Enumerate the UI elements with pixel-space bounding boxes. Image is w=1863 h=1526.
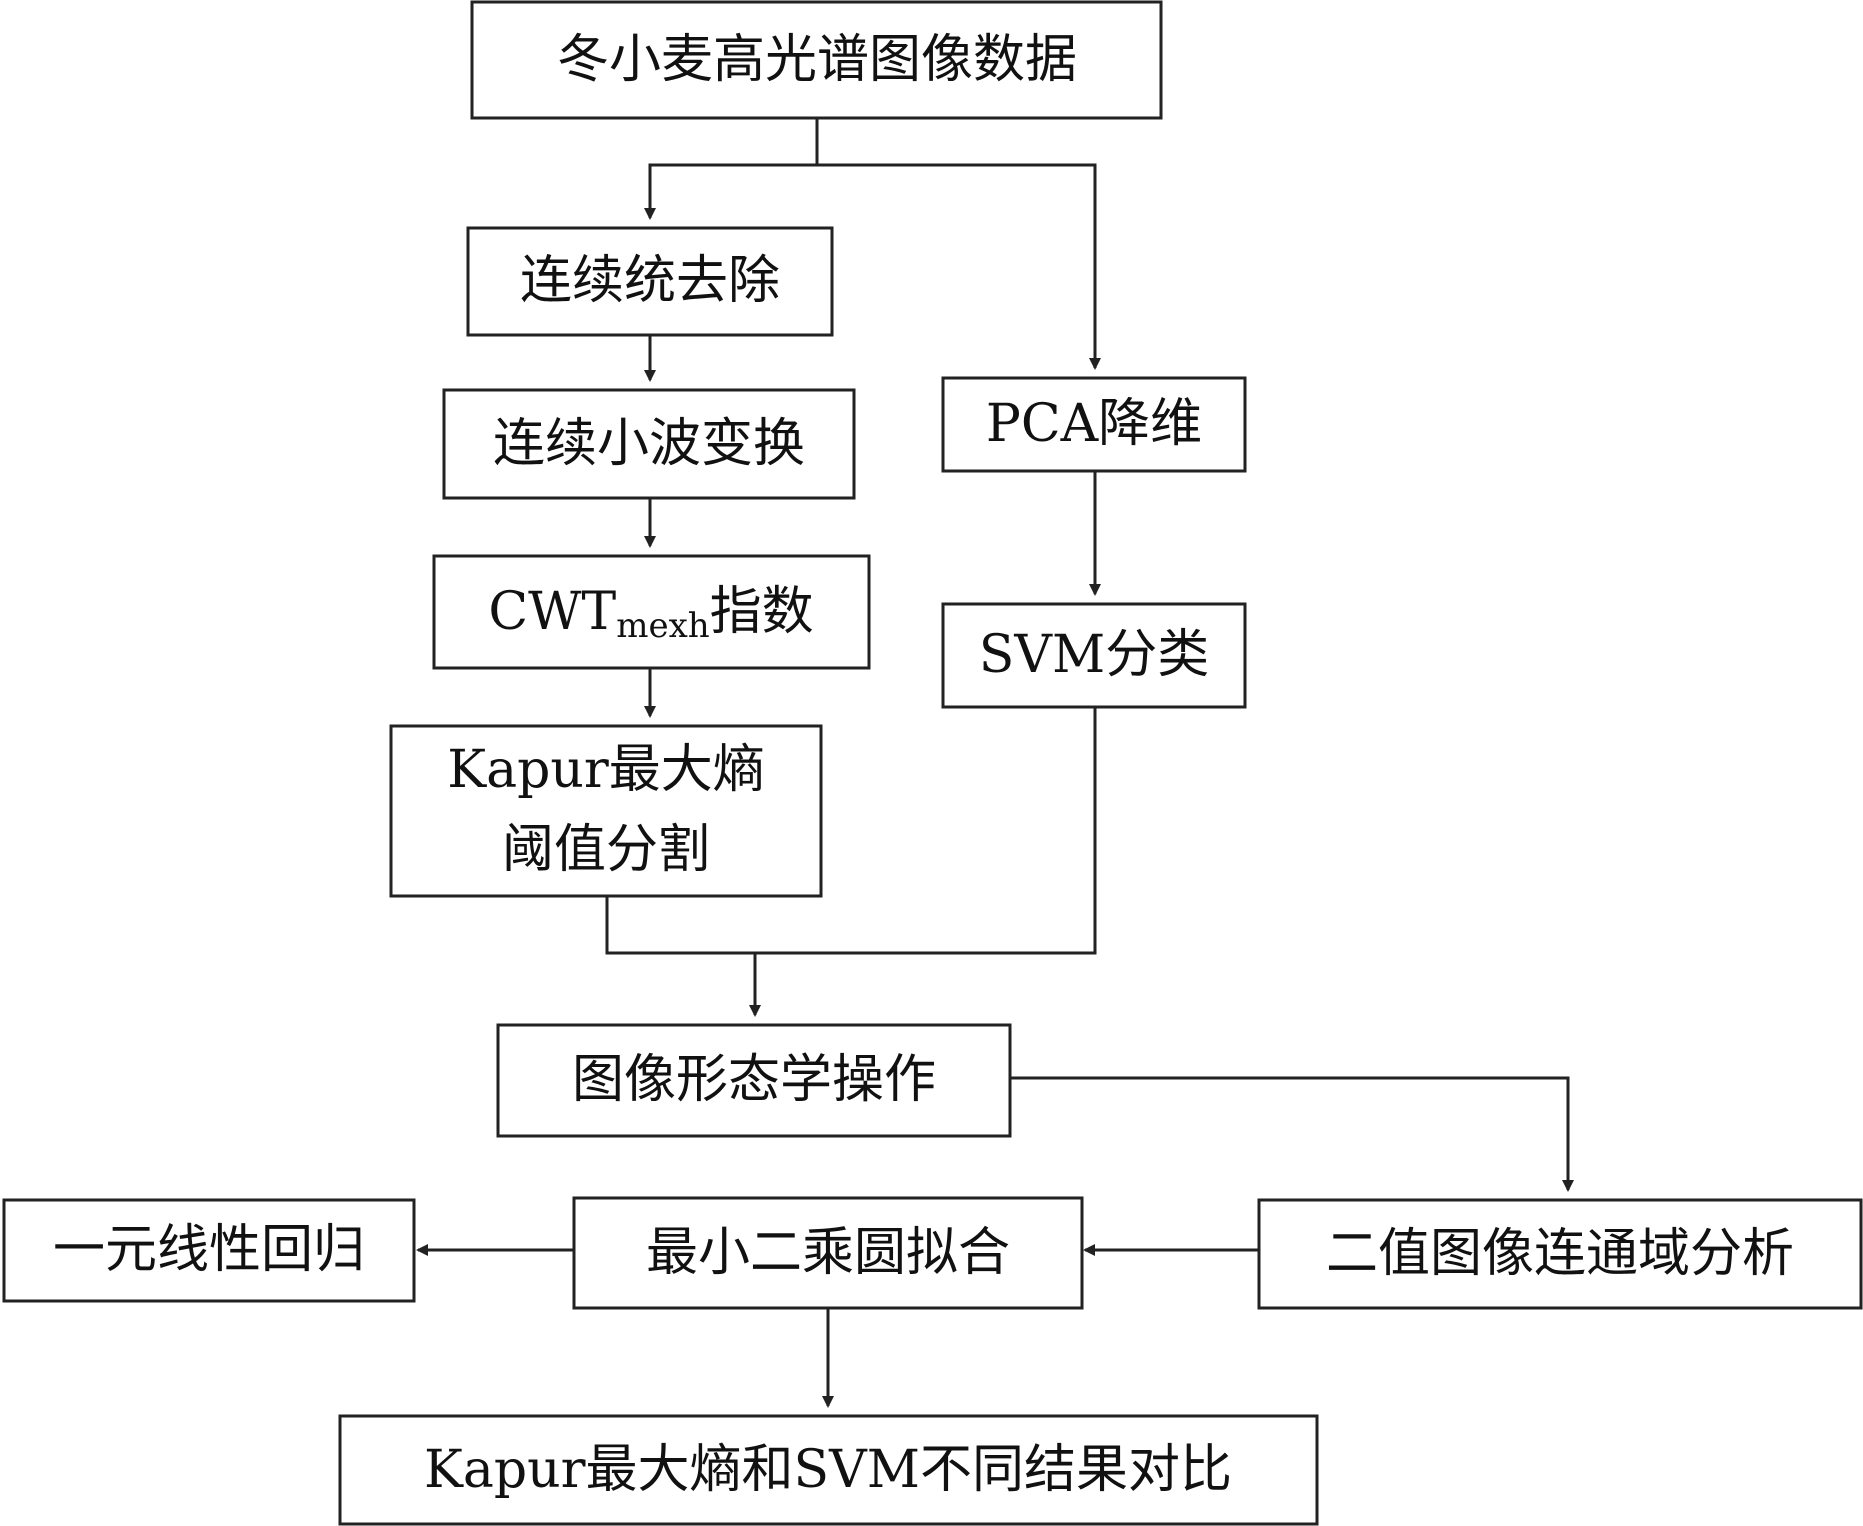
svg-text:PCA降维: PCA降维 [986,394,1202,454]
node-winter-wheat-data: 冬小麦高光谱图像数据 [470,0,1163,120]
svg-text:CWTmexh指数: CWTmexh指数 [488,582,813,646]
edge-data-to-pca [817,163,1101,370]
node-svm-classification: SVM分类 [941,602,1247,709]
svg-text:Kapur最大熵和SVM不同结果对比: Kapur最大熵和SVM不同结果对比 [424,1440,1232,1500]
node-cwt-index: CWTmexh指数 [432,554,871,670]
svg-text:一元线性回归: 一元线性回归 [53,1220,365,1280]
svg-text:阈值分割: 阈值分割 [502,820,710,880]
node-kapur-threshold: Kapur最大熵 阈值分割 [389,724,823,898]
node-linear-regression: 一元线性回归 [2,1198,416,1303]
svg-text:SVM分类: SVM分类 [979,625,1209,685]
svg-text:二值图像连通域分析: 二值图像连通域分析 [1326,1224,1794,1284]
node-pca-reduction: PCA降维 [941,376,1247,473]
edge-data-to-continuum-removal [644,163,817,220]
node-continuum-removal: 连续统去除 [466,226,834,337]
svg-text:Kapur最大熵: Kapur最大熵 [447,740,765,800]
svg-text:连续统去除: 连续统去除 [520,251,780,311]
svg-text:最小二乘圆拟合: 最小二乘圆拟合 [646,1223,1010,1283]
node-binary-connected-component: 二值图像连通域分析 [1257,1198,1863,1310]
svg-text:连续小波变换: 连续小波变换 [493,414,805,474]
edge-kapur-down [605,707,1097,955]
svg-text:图像形态学操作: 图像形态学操作 [572,1050,936,1110]
edge-morphology-to-connected-component [1010,1076,1574,1192]
node-least-squares-circle-fit: 最小二乘圆拟合 [572,1196,1084,1310]
node-image-morphology: 图像形态学操作 [496,1023,1012,1138]
node-continuous-wavelet-transform: 连续小波变换 [442,388,856,500]
svg-text:冬小麦高光谱图像数据: 冬小麦高光谱图像数据 [557,30,1077,90]
node-comparison: Kapur最大熵和SVM不同结果对比 [338,1414,1319,1526]
